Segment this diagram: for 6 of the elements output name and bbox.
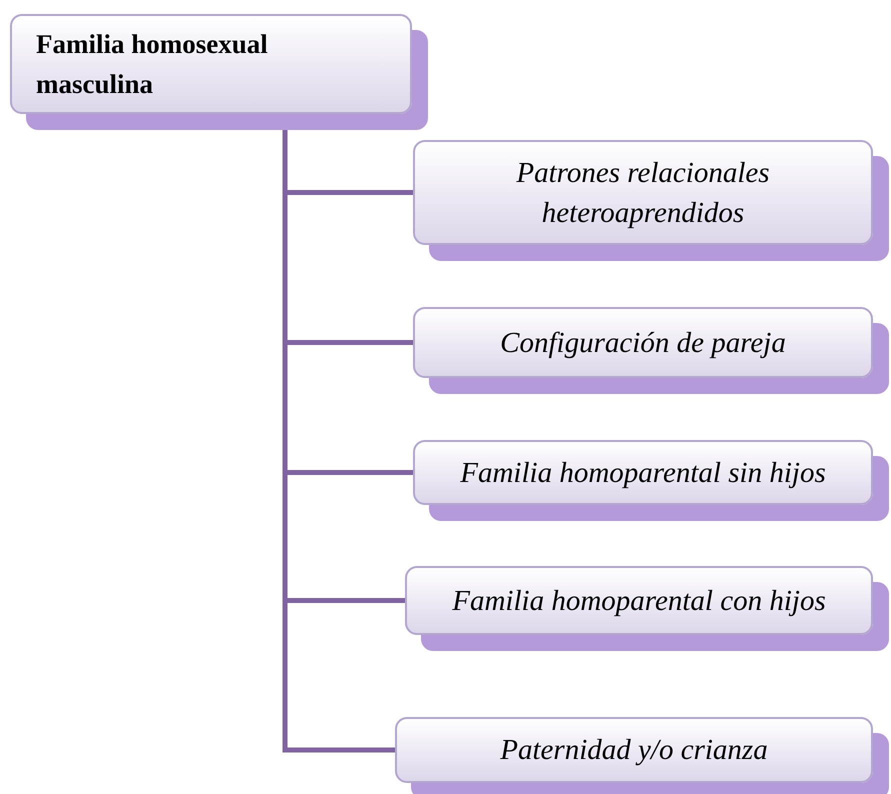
category-label: Paternidad y/o crianza bbox=[500, 733, 768, 768]
category-label: Configuración de pareja bbox=[500, 326, 786, 360]
root-label: Familia homosexual masculina bbox=[36, 28, 269, 101]
category-label: Familia homoparental con hijos bbox=[452, 584, 826, 618]
category-label: Patrones relacionales heteroaprendidos bbox=[515, 156, 771, 230]
category-label: Familia homoparental sin hijos bbox=[460, 456, 826, 490]
